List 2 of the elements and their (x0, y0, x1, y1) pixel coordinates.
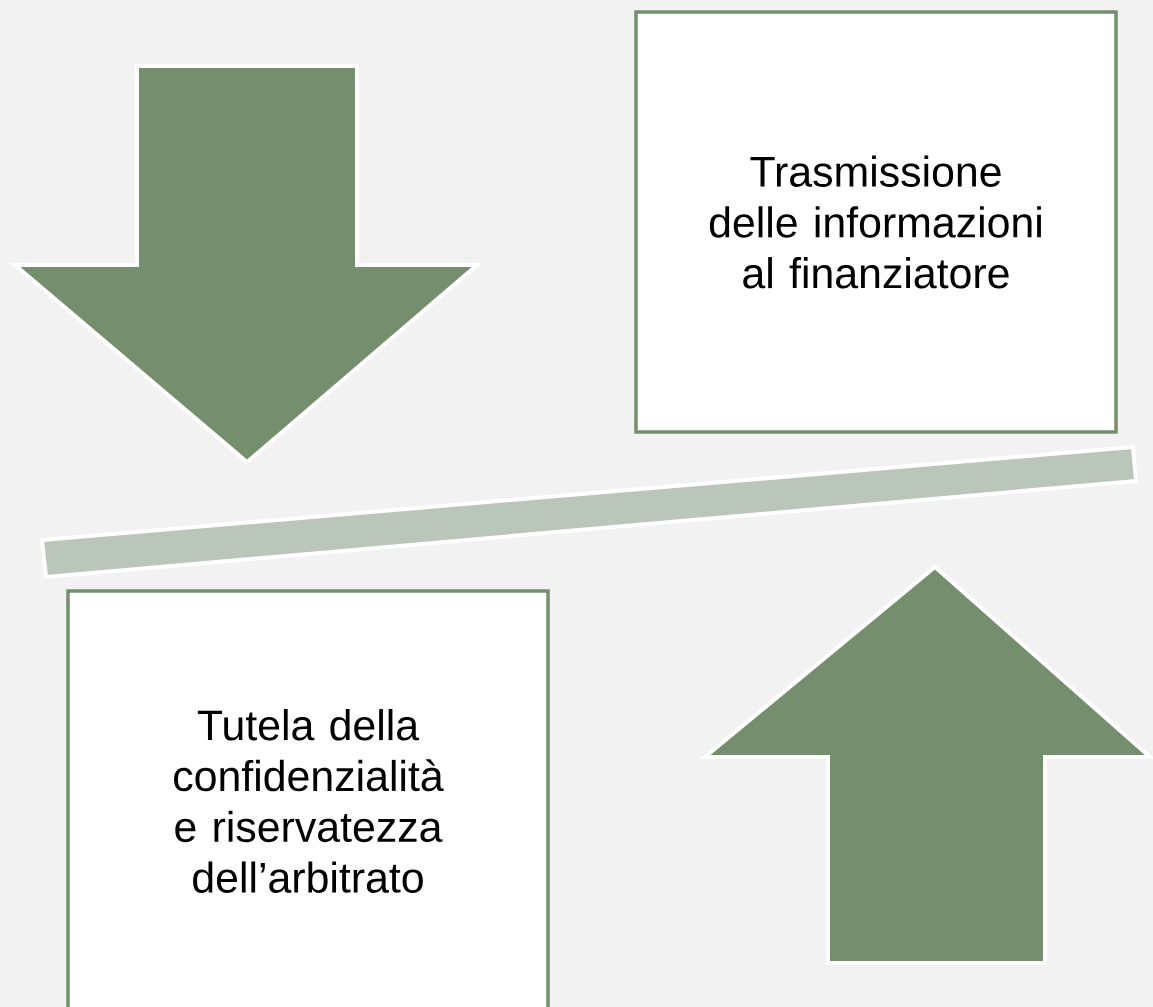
text-box: Trasmissione delle informazioni al finanziatore (634, 10, 1118, 434)
text-box: Tutela della confidenzialità e riservatezza dell’arbitrato (66, 589, 550, 1007)
